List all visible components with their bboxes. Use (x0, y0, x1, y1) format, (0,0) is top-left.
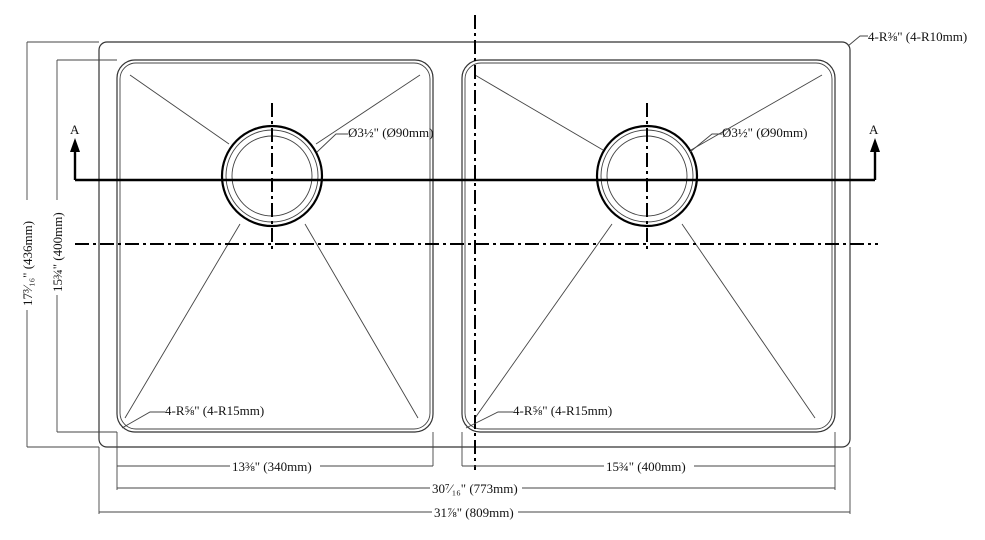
outer-radius-label: 4-R⅜" (4-R10mm) (868, 29, 967, 44)
left-bowl-slope-lines (124, 74, 421, 419)
right-bowl (461, 59, 836, 433)
right-bowl-inner (464, 62, 833, 430)
section-line (70, 138, 880, 182)
drain-label-left: Ø3½" (Ø90mm) (348, 125, 433, 140)
right-bowl-slope-lines (474, 74, 823, 419)
section-label-right: A (869, 122, 879, 137)
section-label-left: A (70, 122, 80, 137)
bowl-radius-label-left: 4-R⅝" (4-R15mm) (165, 403, 264, 418)
left-bowl-inner (119, 62, 431, 430)
left-bowl-width-label: 13⅜" (340mm) (232, 459, 312, 474)
drain-label-right: Ø3½" (Ø90mm) (722, 125, 807, 140)
left-bowl (116, 59, 434, 433)
overall-width-label: 31⅞" (809mm) (434, 505, 514, 520)
arrow-icon (70, 138, 80, 152)
bowl-radius-label-right: 4-R⅝" (4-R15mm) (513, 403, 612, 418)
right-bowl-width-label: 15¾" (400mm) (606, 459, 686, 474)
bowl-depth-label: 15¾" (400mm) (50, 212, 65, 292)
inner-width-label: 30⁷⁄₁₆" (773mm) (432, 481, 518, 496)
overall-depth-label: 17³⁄₁₆" (436mm) (20, 221, 35, 306)
arrow-icon (870, 138, 880, 152)
